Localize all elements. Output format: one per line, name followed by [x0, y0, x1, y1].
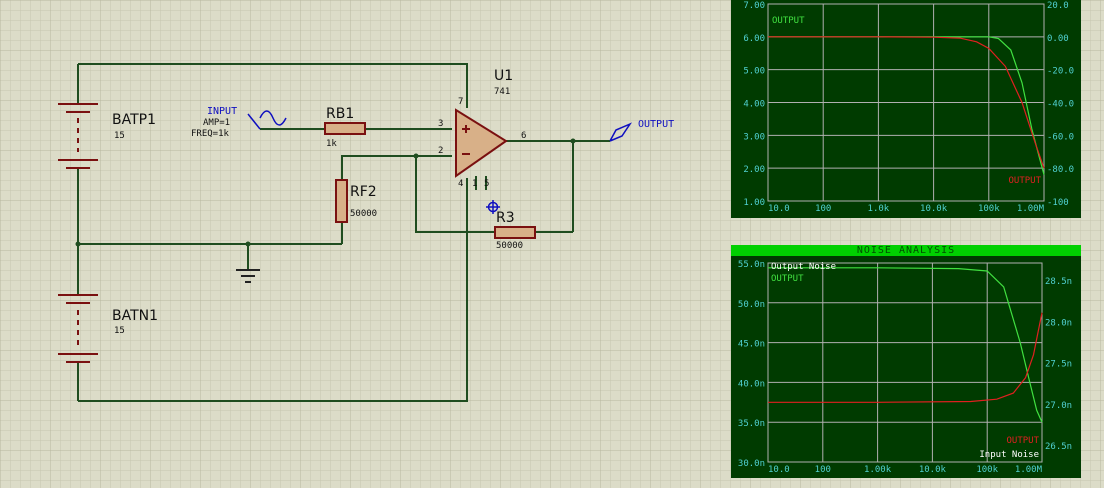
u1-value: 741: [494, 87, 510, 97]
output-label: OUTPUT: [638, 119, 674, 130]
y-left-tick-label: 7.00: [743, 1, 765, 11]
graph-title-bar[interactable]: NOISE ANALYSIS: [731, 245, 1081, 256]
u1-name: U1: [494, 68, 513, 84]
series-line-2: [768, 36, 1045, 169]
u1-pin3: 3: [438, 119, 443, 129]
u1-pin2: 2: [438, 146, 443, 156]
batp1-name: BATP1: [112, 112, 156, 128]
x-tick-label: 10.0k: [919, 465, 947, 475]
rf2-name: RF2: [350, 184, 377, 200]
x-tick-label: 100k: [976, 465, 998, 475]
y-right-tick-label: 28.0n: [1045, 318, 1072, 328]
r3-name: R3: [496, 210, 515, 226]
resistor-rf2[interactable]: [335, 179, 348, 223]
rb1-name: RB1: [326, 106, 354, 122]
y-left-tick-label: 6.00: [743, 34, 765, 44]
u1-pin5: 5: [484, 179, 489, 189]
trace-label-output-red: OUTPUT: [1006, 436, 1039, 446]
frequency-response-plot: 10.0 100 1.0k 10.0k 100k 1.00M 7.00 6.00 5.00 4.0…: [743, 1, 1074, 214]
y-right-tick-label: -80.0: [1047, 165, 1074, 175]
y-left-tick-label: 4.00: [743, 100, 765, 110]
x-tick-label: 100: [815, 204, 831, 214]
x-tick-label: 1.0k: [868, 204, 890, 214]
sine-generator-icon[interactable]: [247, 110, 287, 130]
x-tick-label: 1.00M: [1017, 204, 1045, 214]
x-tick-label: 1.00M: [1015, 465, 1043, 475]
output-terminal-icon[interactable]: [609, 122, 633, 142]
graph-title: NOISE ANALYSIS: [856, 245, 956, 256]
trace-label-output-green: OUTPUT: [772, 16, 805, 26]
frequency-response-graph[interactable]: 10.0 100 1.0k 10.0k 100k 1.00M 7.00 6.00 5.00 4.0…: [731, 0, 1081, 218]
y-left-tick-label: 5.00: [743, 67, 765, 77]
trace-label-output-red: OUTPUT: [1008, 176, 1041, 186]
y-right-tick-label: 20.0: [1047, 1, 1069, 11]
rb1-value: 1k: [326, 139, 337, 149]
noise-analysis-plot: 10.0 100 1.00k 10.0k 100k 1.00M 55.0n 50.0n 45.0…: [738, 260, 1072, 475]
x-tick-label: 100k: [978, 204, 1000, 214]
u1-pin4: 4: [458, 179, 463, 189]
y-right-tick-label: 0.00: [1047, 34, 1069, 44]
plot-area: [767, 262, 1043, 463]
resistor-rb1[interactable]: [324, 122, 366, 135]
x-tick-label: 10.0: [768, 465, 790, 475]
batp1-value: 15: [114, 131, 125, 141]
resistor-r3[interactable]: [494, 226, 536, 239]
ground-symbol[interactable]: [236, 269, 260, 283]
y-right-tick-label: 27.5n: [1045, 360, 1072, 370]
series-line-2: [768, 312, 1043, 403]
battery-batp1[interactable]: [58, 103, 98, 169]
cursor-crosshair-icon: [486, 200, 500, 214]
y-left-tick-label: 55.0n: [738, 260, 765, 270]
y-left-tick-label: 45.0n: [738, 340, 765, 350]
y-left-tick-label: 50.0n: [738, 300, 765, 310]
x-tick-label: 1.00k: [864, 465, 892, 475]
input-label: INPUT: [207, 106, 237, 117]
y-left-tick-label: 2.00: [743, 165, 765, 175]
y-right-tick-label: 27.0n: [1045, 401, 1072, 411]
junction-dots: [75, 138, 576, 247]
trace-label-output-noise: Output Noise: [771, 262, 836, 272]
y-left-tick-label: 3.00: [743, 132, 765, 142]
u1-pin6: 6: [521, 131, 526, 141]
r3-value: 50000: [496, 241, 523, 251]
input-amp: AMP=1: [203, 118, 230, 128]
trace-label-output-green: OUTPUT: [771, 274, 804, 284]
x-tick-label: 10.0: [768, 204, 790, 214]
y-left-tick-label: 35.0n: [738, 419, 765, 429]
y-right-tick-label: -40.0: [1047, 100, 1074, 110]
opamp-u1[interactable]: [455, 108, 508, 178]
series-line-1: [768, 267, 1043, 423]
y-left-tick-label: 1.00: [743, 198, 765, 208]
wires: [77, 63, 610, 402]
y-left-tick-label: 40.0n: [738, 379, 765, 389]
rf2-value: 50000: [350, 209, 377, 219]
trace-label-input-noise: Input Noise: [979, 450, 1039, 460]
batn1-value: 15: [114, 326, 125, 336]
y-right-tick-label: -20.0: [1047, 67, 1074, 77]
y-right-tick-label: 28.5n: [1045, 277, 1072, 287]
u1-pin7: 7: [458, 97, 463, 107]
y-right-tick-label: -60.0: [1047, 132, 1074, 142]
y-right-tick-label: -100: [1047, 198, 1069, 208]
u1-pin1: 1: [472, 179, 477, 189]
noise-analysis-graph[interactable]: NOISE ANALYSIS 10.0 100 1.00k 10.0k 100k 1.00…: [731, 245, 1081, 478]
input-freq: FREQ=1k: [191, 129, 230, 139]
battery-batn1[interactable]: [58, 294, 98, 363]
x-tick-label: 10.0k: [920, 204, 948, 214]
y-right-tick-label: 26.5n: [1045, 442, 1072, 452]
y-left-tick-label: 30.0n: [738, 459, 765, 469]
x-tick-label: 100: [815, 465, 831, 475]
batn1-name: BATN1: [112, 308, 158, 324]
